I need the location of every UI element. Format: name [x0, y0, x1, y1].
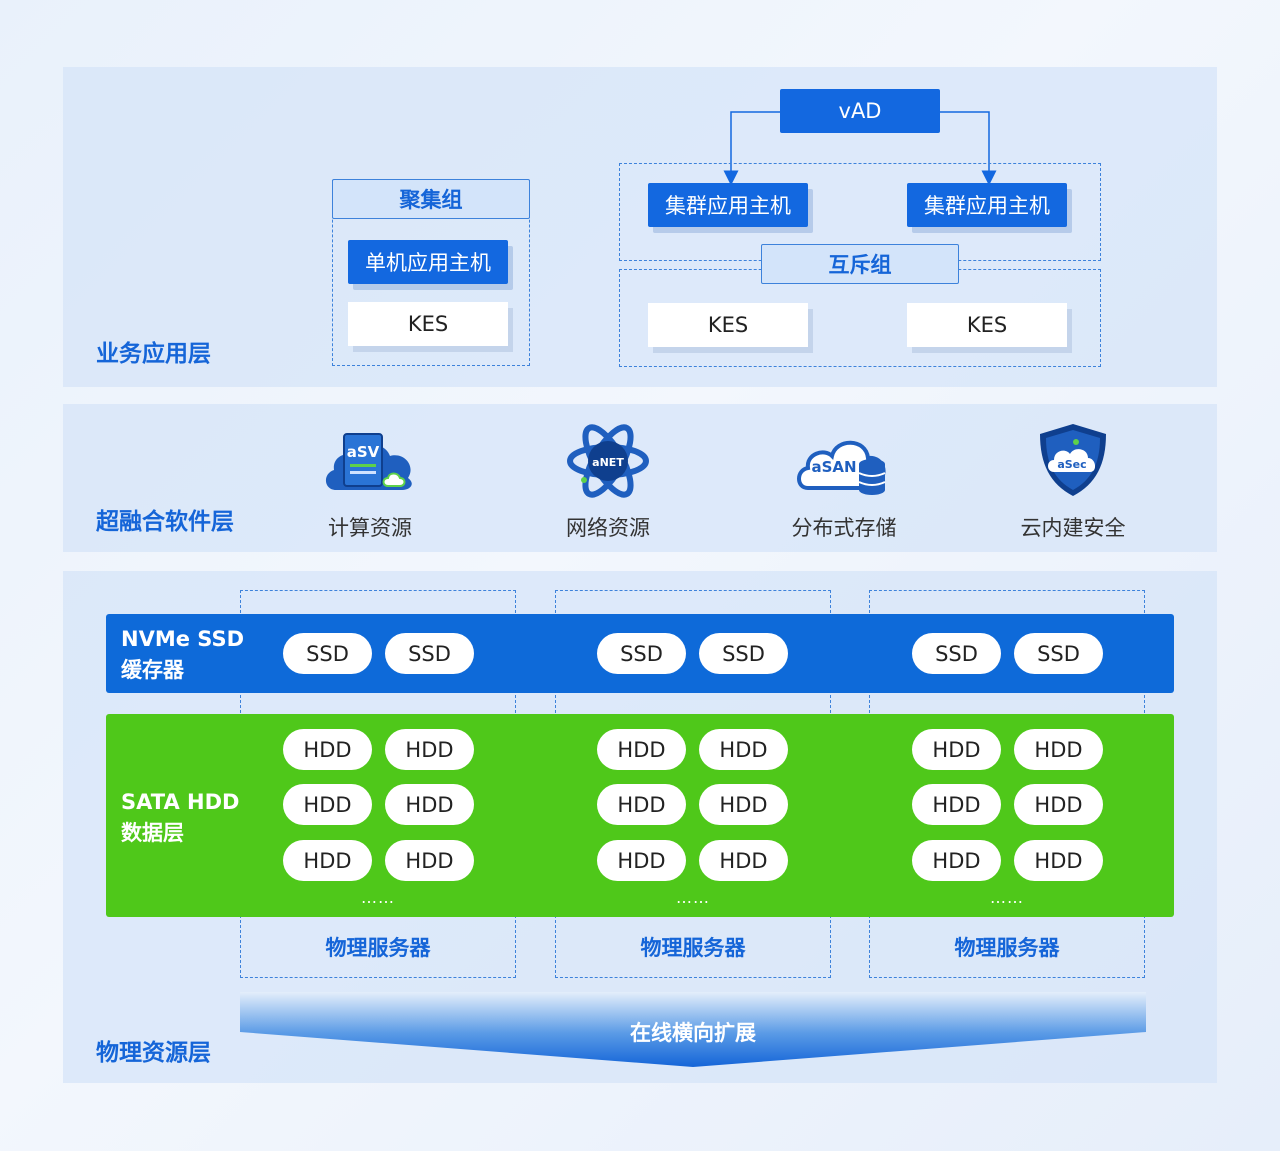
hdd-pill: HDD: [597, 729, 686, 770]
sata-hdd-line2: 数据层: [121, 821, 184, 845]
anet-orbit-icon: aNET: [567, 424, 649, 498]
cluster-kes-left: KES: [648, 303, 808, 347]
hdd-pill: HDD: [385, 784, 474, 825]
asv-badge: aSV: [347, 443, 380, 461]
standalone-host-box: 单机应用主机: [348, 240, 508, 284]
cloud-security-label: 云内建安全: [1020, 516, 1126, 540]
physical-server-label: 物理服务器: [325, 936, 431, 960]
hdd-pill: HDD: [699, 784, 788, 825]
ssd-pill: SSD: [283, 633, 372, 674]
ssd-pill: SSD: [597, 633, 686, 674]
ssd-pill: SSD: [1014, 633, 1103, 674]
sata-hdd-line1: SATA HDD: [121, 790, 240, 814]
hdd-pill: HDD: [597, 840, 686, 881]
asec-shield-icon: aSec: [1040, 424, 1106, 496]
hdd-pill: HDD: [1014, 729, 1103, 770]
cluster-kes-right: KES: [907, 303, 1067, 347]
compute-resource-label: 计算资源: [328, 516, 412, 540]
asan-storage-icon: aSAN: [797, 440, 886, 495]
cluster-host-right: 集群应用主机: [907, 183, 1067, 227]
aggregate-kes-box: KES: [348, 302, 508, 346]
hdd-pill: HDD: [699, 729, 788, 770]
more-disks-ellipsis: ……: [676, 888, 710, 907]
physical-server-label: 物理服务器: [640, 936, 746, 960]
anet-badge: aNET: [592, 456, 624, 469]
cluster-host-left: 集群应用主机: [648, 183, 808, 227]
hdd-pill: HDD: [597, 784, 686, 825]
ssd-pill: SSD: [912, 633, 1001, 674]
hdd-pill: HDD: [385, 729, 474, 770]
nvme-ssd-line2: 缓存器: [121, 658, 184, 682]
vad-box: vAD: [780, 89, 940, 133]
vad-connector-lines: [723, 111, 997, 186]
network-resource-label: 网络资源: [566, 516, 650, 540]
asec-badge: aSec: [1057, 458, 1086, 471]
hdd-pill: HDD: [912, 784, 1001, 825]
hdd-pill: HDD: [385, 840, 474, 881]
more-disks-ellipsis: ……: [990, 888, 1024, 907]
ssd-pill: SSD: [699, 633, 788, 674]
aggregate-group-title: 聚集组: [332, 179, 530, 219]
hdd-pill: HDD: [1014, 784, 1103, 825]
sata-hdd-band-label: SATA HDD 数据层: [121, 787, 239, 849]
nvme-ssd-line1: NVMe SSD: [121, 627, 245, 651]
software-layer-label: 超融合软件层: [96, 509, 234, 535]
scale-out-label: 在线横向扩展: [630, 1021, 756, 1045]
business-layer-label: 业务应用层: [96, 341, 211, 367]
physical-layer-label: 物理资源层: [96, 1040, 211, 1066]
hdd-pill: HDD: [699, 840, 788, 881]
ssd-pill: SSD: [385, 633, 474, 674]
hdd-pill: HDD: [283, 784, 372, 825]
distributed-storage-label: 分布式存储: [791, 516, 897, 540]
scale-out-arrow: [240, 992, 1146, 1067]
nvme-ssd-band-label: NVMe SSD 缓存器: [121, 624, 244, 686]
more-disks-ellipsis: ……: [361, 888, 395, 907]
hdd-pill: HDD: [283, 840, 372, 881]
asv-cloud-icon: aSV: [325, 433, 412, 490]
hdd-pill: HDD: [912, 840, 1001, 881]
asan-badge: aSAN: [811, 458, 856, 476]
physical-server-label: 物理服务器: [954, 936, 1060, 960]
hdd-pill: HDD: [283, 729, 372, 770]
hdd-pill: HDD: [912, 729, 1001, 770]
software-layer-panel: [63, 404, 1217, 552]
hdd-pill: HDD: [1014, 840, 1103, 881]
mutex-group-title: 互斥组: [761, 244, 959, 284]
